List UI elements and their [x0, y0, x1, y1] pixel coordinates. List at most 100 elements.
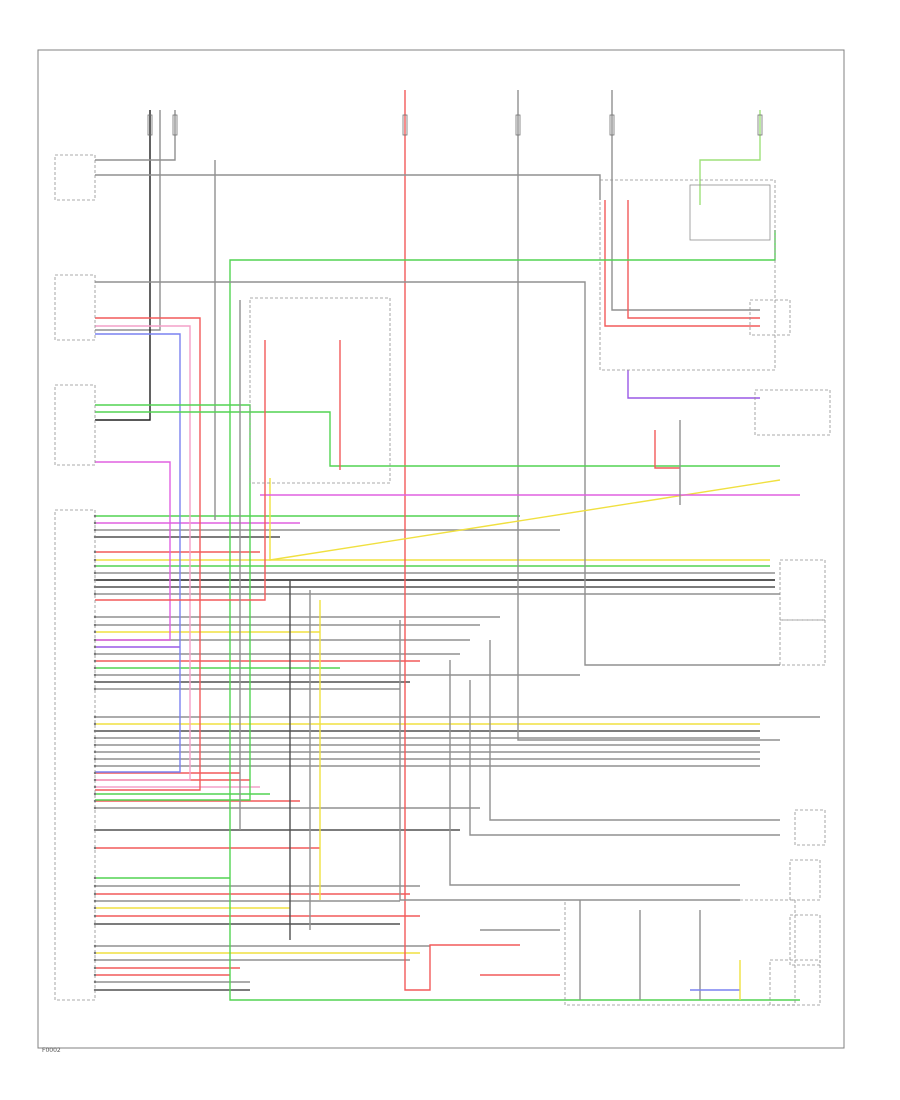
component-box-5 [249, 297, 391, 484]
connector-pin-29 [93, 757, 97, 761]
connector-pin-22 [93, 687, 97, 691]
wire-layer [95, 90, 820, 1001]
connector-pin-45 [93, 922, 97, 926]
connector-pin-39 [93, 876, 97, 880]
connector-pin-19 [93, 666, 97, 670]
label-layer [93, 514, 97, 992]
wire-magenta-71 [95, 461, 171, 641]
connector-pin-52 [93, 988, 97, 992]
wire-red-53 [404, 90, 520, 991]
wire-yellow-72 [269, 478, 781, 561]
connector-pin-7 [93, 564, 97, 568]
wire-gray-86 [469, 680, 780, 836]
wire-gray-55 [611, 90, 760, 311]
connector-pin-14 [93, 630, 97, 634]
diagram-border [37, 49, 845, 1049]
connector-pin-50 [93, 973, 97, 977]
wire-red-56 [627, 200, 760, 319]
wire-gray-64 [95, 174, 601, 200]
wire-blue-68 [95, 333, 181, 773]
connector-pin-5 [93, 550, 97, 554]
wire-purple-76 [627, 370, 760, 399]
wire-gray-65 [95, 281, 780, 666]
connector-pin-3 [93, 528, 97, 532]
connector-pin-26 [93, 736, 97, 740]
wire-gray-54 [517, 90, 780, 741]
connector-pin-30 [93, 764, 97, 768]
component-box-4 [54, 509, 96, 1001]
connector-pin-35 [93, 799, 97, 803]
component-box-1 [54, 154, 96, 201]
wire-black-61 [95, 110, 151, 421]
connector-pin-38 [93, 846, 97, 850]
connector-pin-49 [93, 966, 97, 970]
connector-pin-6 [93, 558, 97, 562]
connector-pin-32 [93, 778, 97, 782]
wire-red-57 [604, 200, 760, 327]
connector-pin-4 [93, 535, 97, 539]
component-box-12 [794, 809, 826, 846]
connector-pin-36 [93, 806, 97, 810]
wire-lightgreen-58 [699, 110, 761, 205]
component-box-6 [599, 179, 776, 371]
connector-pin-2 [93, 521, 97, 525]
connector-pin-21 [93, 680, 97, 684]
connector-pin-16 [93, 645, 97, 649]
wire-green-70 [95, 411, 780, 467]
component-box-16 [564, 899, 796, 1006]
wire-red-77 [654, 430, 680, 469]
connector-pin-1 [93, 514, 97, 518]
component-box-3 [54, 384, 96, 466]
component-box-10 [779, 559, 826, 621]
fuse-4 [515, 114, 521, 136]
connector-pin-48 [93, 958, 97, 962]
connector-pin-33 [93, 785, 97, 789]
fuse-3 [402, 114, 408, 136]
connector-pin-28 [93, 750, 97, 754]
fuse-5 [609, 114, 615, 136]
connector-pin-44 [93, 914, 97, 918]
connector-pin-12 [93, 615, 97, 619]
connector-pin-8 [93, 571, 97, 575]
connector-pin-9 [93, 578, 97, 582]
connector-pin-27 [93, 743, 97, 747]
connector-pin-20 [93, 673, 97, 677]
connector-pin-41 [93, 892, 97, 896]
fuse-2 [172, 114, 178, 136]
wire-gray-85 [489, 640, 780, 821]
connector-pin-31 [93, 771, 97, 775]
connector-pin-34 [93, 792, 97, 796]
connector-pin-11 [93, 592, 97, 596]
connector-pin-24 [93, 722, 97, 726]
connector-pin-51 [93, 980, 97, 984]
connector-pin-43 [93, 906, 97, 910]
fuse-6 [757, 114, 763, 136]
connector-pin-23 [93, 715, 97, 719]
connector-pin-10 [93, 585, 97, 589]
wire-gray-60 [95, 110, 161, 331]
wire-green-69 [95, 404, 251, 801]
component-box-11 [779, 619, 826, 666]
wire-red-66 [95, 317, 201, 791]
component-layer [54, 114, 831, 1006]
connector-pin-13 [93, 623, 97, 627]
component-box-9 [754, 389, 831, 436]
component-box-7 [689, 184, 771, 241]
reference-code: F0002 [42, 1047, 61, 1054]
wire-gray-83 [399, 620, 740, 901]
connector-pin-47 [93, 951, 97, 955]
connector-pin-25 [93, 729, 97, 733]
connector-pin-37 [93, 828, 97, 832]
component-box-13 [789, 859, 821, 901]
connector-pin-15 [93, 638, 97, 642]
wire-red-74 [95, 340, 266, 601]
connector-pin-46 [93, 944, 97, 948]
connector-pin-42 [93, 899, 97, 903]
connector-pin-18 [93, 659, 97, 663]
component-box-14 [789, 914, 821, 966]
fuse-1 [147, 114, 153, 136]
component-box-8 [749, 299, 791, 336]
connector-pin-40 [93, 884, 97, 888]
connector-pin-17 [93, 652, 97, 656]
